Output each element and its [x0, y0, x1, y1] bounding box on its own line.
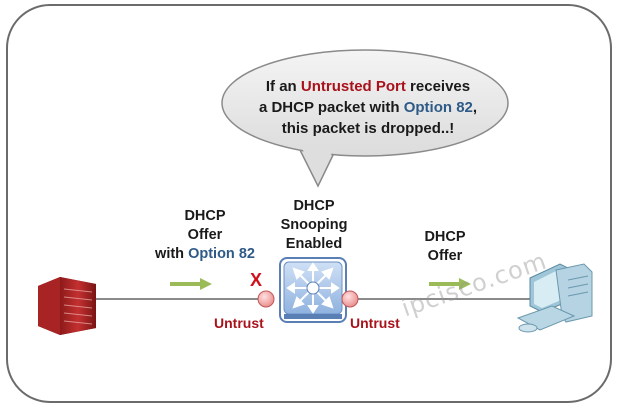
- bubble-line-1-suffix: receives: [405, 78, 471, 95]
- client-computer-icon: [516, 263, 593, 333]
- bubble-line-3: this packet is dropped..!: [281, 120, 455, 137]
- left-offer-line-1: DHCP: [184, 208, 226, 224]
- switch-label: DHCP Snooping Enabled: [270, 197, 358, 254]
- bubble-line-2-prefix: a DHCP packet with: [258, 99, 404, 116]
- left-offer-line-3: with Option 82: [140, 245, 270, 264]
- bubble-line-2-suffix: ,: [472, 99, 478, 116]
- speech-bubble: [221, 49, 509, 188]
- untrusted-port-highlight: Untrusted Port: [300, 78, 406, 95]
- untrusted-port-right: [341, 290, 359, 308]
- option-82-highlight: Option 82: [403, 99, 473, 116]
- bubble-line-1-prefix: If an: [265, 78, 301, 95]
- arrow-right-offer-icon: [429, 278, 471, 290]
- switch-label-line-3: Enabled: [285, 236, 343, 252]
- left-offer-line-2: Offer: [187, 227, 223, 243]
- dhcp-server-icon: [38, 277, 96, 335]
- left-offer-label: DHCP Offer with Option 82: [140, 207, 270, 264]
- bubble-line-2: a DHCP packet with Option 82,: [230, 97, 506, 118]
- bubble-message: If an Untrusted Port receives a DHCP pac…: [230, 76, 506, 139]
- switch-label-line-2: Snooping: [280, 217, 348, 233]
- right-offer-line-1: DHCP: [424, 229, 466, 245]
- left-offer-with: with: [155, 246, 189, 262]
- right-offer-label: DHCP Offer: [410, 228, 480, 266]
- port-label-right: Untrust: [350, 315, 400, 331]
- left-offer-option-82: Option 82: [188, 246, 255, 262]
- switch-icon: [279, 257, 347, 323]
- bubble-line-1: If an Untrusted Port receives: [230, 76, 506, 97]
- port-label-left: Untrust: [214, 315, 264, 331]
- drop-x-icon: X: [250, 270, 263, 290]
- switch-label-line-1: DHCP: [293, 198, 335, 214]
- untrusted-port-left: [257, 290, 275, 308]
- right-offer-line-2: Offer: [427, 248, 463, 264]
- arrow-left-offer-icon: [170, 278, 212, 290]
